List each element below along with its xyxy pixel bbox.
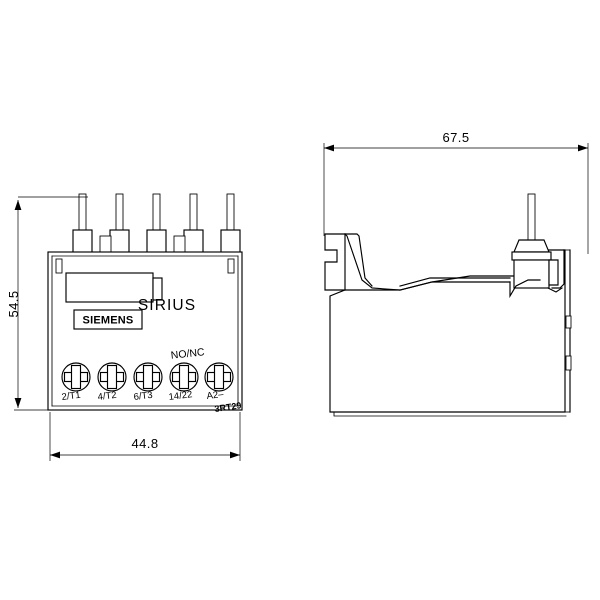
side-view-right-shoulder-detail: [547, 287, 563, 293]
terminal-screw-1: [61, 362, 91, 392]
side-view-upper-surface-inner: [399, 277, 511, 287]
contact-group-label: NO/NC: [170, 346, 205, 362]
terminal-label-4: 14/22: [168, 389, 193, 403]
front-view-terminal-screws: [61, 362, 234, 392]
corner-slot-left: [55, 258, 63, 274]
dim-label-height: 54.5: [6, 291, 21, 318]
terminal-screw-2: [97, 362, 127, 392]
side-view: 67.5: [323, 130, 589, 417]
terminal-label-1: 2/T1: [61, 390, 81, 403]
pin-stem-4: [189, 193, 198, 231]
side-view-right-notch-upper: [565, 315, 572, 329]
pin-stem-1: [78, 193, 87, 231]
side-view-top-slope-inner: [344, 233, 373, 287]
nameplate-window-tab: [152, 277, 163, 301]
dimension-height-54-5: 54.5: [6, 196, 88, 411]
terminal-screw-5: [204, 362, 234, 392]
pin-stem-5: [226, 193, 235, 231]
siemens-badge-frame: [73, 309, 143, 330]
pin-base-1: [72, 229, 93, 254]
pin-tab-4: [173, 235, 186, 254]
terminal-screw-4: [169, 362, 199, 392]
dim-label-width: 44.8: [132, 436, 159, 451]
pin-base-3: [146, 229, 167, 254]
nameplate-window: [65, 272, 154, 303]
dim-arrow-width-left: [50, 451, 60, 459]
dim-label-depth: 67.5: [443, 130, 470, 145]
side-view-top-slope: [344, 233, 401, 291]
front-view-pins: [72, 193, 241, 254]
corner-slot-right: [227, 258, 235, 274]
side-view-right-shoulder: [551, 249, 565, 289]
terminal-screw-3: [133, 362, 163, 392]
dim-arrow-depth-right: [578, 144, 588, 152]
side-view-pin-cone: [513, 239, 550, 253]
side-view-mounting-clip: [324, 233, 346, 291]
dimension-width-44-8: 44.8: [49, 412, 241, 461]
front-view: SIEMENS SIRIUS NO/NC: [6, 193, 243, 461]
type-code-label: 3RT29: [214, 400, 242, 414]
side-view-terminal-housing: [513, 259, 550, 289]
side-view-pin-collar: [511, 251, 552, 261]
side-view-notch: [509, 279, 541, 299]
siemens-logo-text: SIEMENS: [83, 315, 134, 327]
side-view-upper-surface: [399, 281, 511, 291]
dim-arrow-width-right: [230, 451, 240, 459]
side-view-right-notch-lower: [565, 355, 572, 371]
dim-arrow-height-bottom: [14, 398, 22, 408]
pin-stem-3: [152, 193, 161, 231]
pin-stem-2: [115, 193, 124, 231]
pin-base-4: [183, 229, 204, 254]
dim-arrow-height-top: [14, 200, 22, 210]
pin-base-5: [220, 229, 241, 254]
sirius-brand-text: SIRIUS: [138, 297, 196, 314]
side-view-pin-stem: [527, 193, 536, 241]
side-view-bottom-foot: [333, 411, 567, 417]
terminal-label-5: A2–: [206, 389, 225, 402]
pin-tab-2: [99, 235, 112, 254]
side-view-terminal-housing-side: [548, 259, 559, 286]
dimension-depth-67-5: 67.5: [323, 130, 589, 254]
terminal-label-2: 4/T2: [97, 390, 117, 403]
pin-base-2: [109, 229, 130, 254]
terminal-label-3: 6/T3: [133, 390, 153, 403]
dim-arrow-depth-left: [324, 144, 334, 152]
